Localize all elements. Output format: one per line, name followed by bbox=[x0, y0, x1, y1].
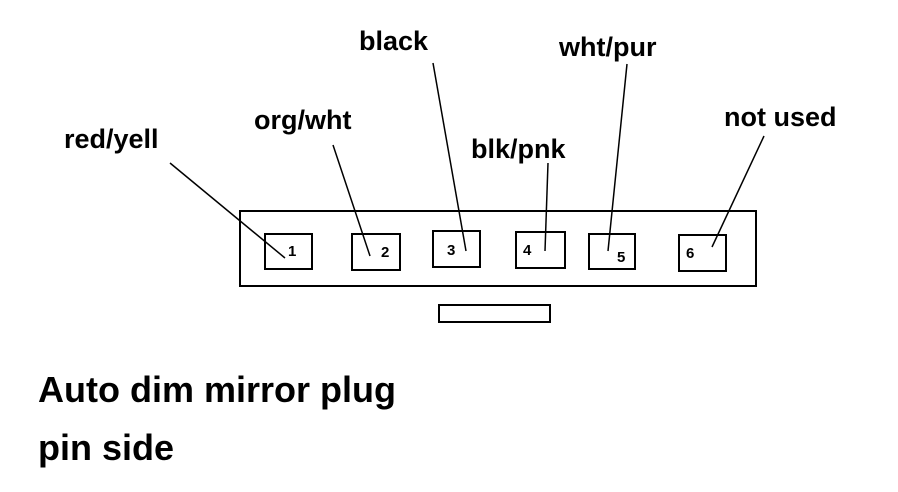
pin-3-box bbox=[432, 230, 481, 268]
pin-1-number: 1 bbox=[288, 243, 296, 260]
locking-tab bbox=[438, 304, 551, 323]
pin-4-box bbox=[515, 231, 566, 269]
leader-line-3 bbox=[432, 62, 467, 252]
wire-label-pin-3: black bbox=[359, 26, 429, 56]
leader-line-1 bbox=[169, 162, 286, 259]
wire-label-pin-2: org/wht bbox=[254, 105, 351, 135]
connector-housing bbox=[239, 210, 757, 287]
pin-4-number: 4 bbox=[523, 242, 532, 259]
pin-6-number: 6 bbox=[686, 245, 694, 262]
caption-line-1: Auto dim mirror plug bbox=[38, 369, 396, 410]
pin-2-number: 2 bbox=[381, 244, 389, 261]
wire-label-pin-5: wht/pur bbox=[558, 32, 657, 62]
pin-1-box bbox=[264, 233, 313, 270]
pin-3-number: 3 bbox=[447, 242, 455, 259]
pin-6-box bbox=[678, 234, 727, 272]
leader-line-6 bbox=[711, 135, 765, 248]
wire-label-pin-4: blk/pnk bbox=[471, 134, 566, 164]
pin-2-box bbox=[351, 233, 401, 271]
wire-label-pin-1: red/yell bbox=[64, 124, 159, 154]
leader-line-2 bbox=[332, 144, 371, 257]
pin-5-box bbox=[588, 233, 636, 270]
caption-line-2: pin side bbox=[38, 427, 175, 468]
wire-label-pin-6: not used bbox=[724, 102, 837, 132]
pin-5-number: 5 bbox=[617, 249, 625, 266]
leader-line-5 bbox=[607, 63, 628, 252]
leader-line-4 bbox=[544, 162, 549, 252]
